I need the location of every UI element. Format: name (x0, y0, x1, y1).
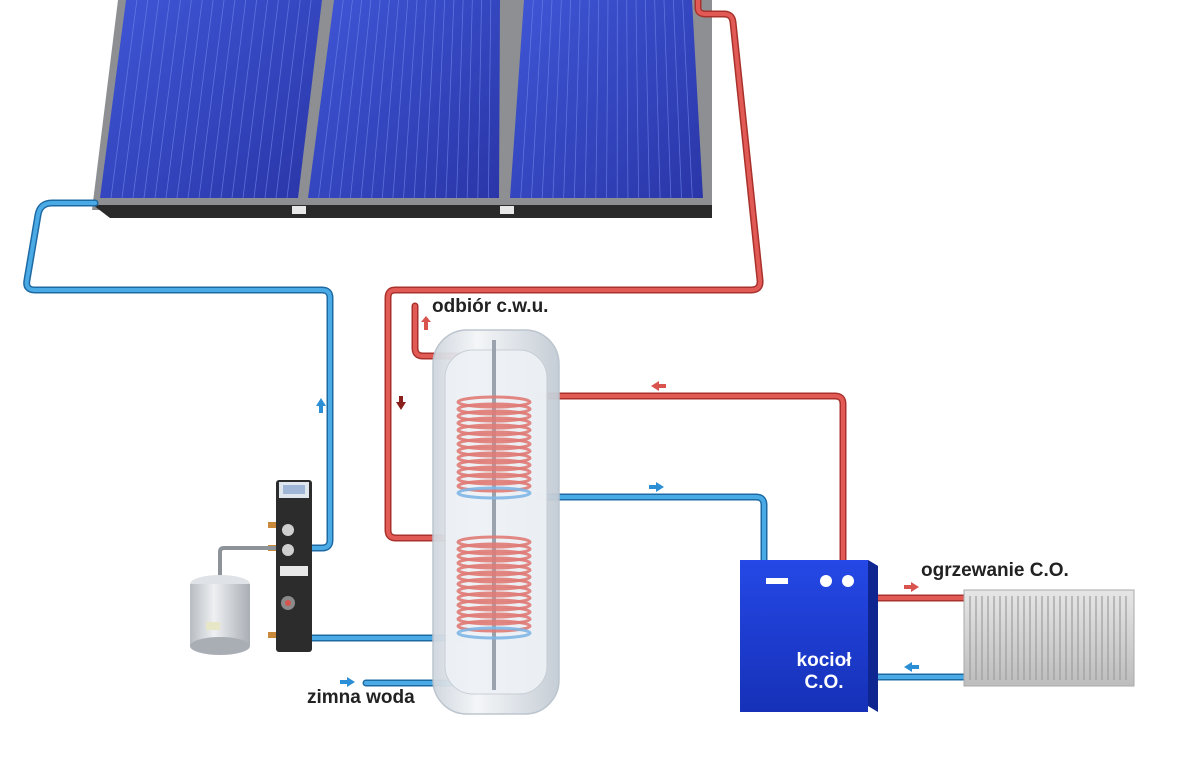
boiler-label: kocioł C.O. (776, 650, 872, 694)
boiler-label-line1: kocioł (796, 650, 852, 671)
pump-station-icon (268, 480, 312, 652)
cold-water-label: zimna woda (307, 687, 415, 708)
flow-arrow-icon (316, 316, 919, 687)
coil-to-boiler-pipe (526, 493, 768, 566)
central-heating-label: ogrzewanie C.O. (921, 560, 1069, 581)
radiator-icon (963, 589, 1135, 687)
solar-panel-icon (92, 0, 712, 218)
boiler-icon (740, 560, 878, 712)
boiler-label-line2: C.O. (804, 671, 844, 693)
dhw-outlet-label: odbiór c.w.u. (432, 296, 549, 317)
boiler-to-coil-pipe (526, 392, 847, 566)
expansion-vessel-icon (190, 546, 276, 655)
water-tank-icon (432, 329, 560, 715)
